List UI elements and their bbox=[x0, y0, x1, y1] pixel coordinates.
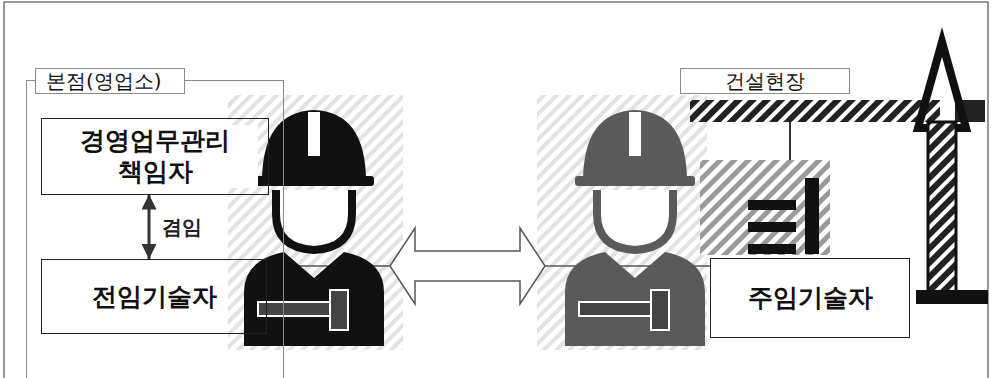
helmet-stripe bbox=[308, 112, 320, 156]
face bbox=[276, 190, 352, 250]
outer-frame bbox=[4, 2, 988, 378]
box-label: 전임기술자 bbox=[90, 281, 219, 312]
region-heading: 본점(영업소) bbox=[35, 68, 185, 94]
hammer-head bbox=[330, 290, 348, 330]
helmet-stripe bbox=[629, 112, 641, 156]
crane-peak bbox=[918, 42, 966, 128]
building-floor bbox=[748, 200, 796, 210]
tag-label: 건설현장 bbox=[725, 69, 805, 93]
body bbox=[565, 252, 705, 346]
box-label: 경영업무관리 책임자 bbox=[52, 125, 258, 188]
building-column bbox=[805, 178, 819, 254]
face bbox=[597, 190, 673, 250]
building-floor bbox=[748, 222, 796, 232]
role-box: 경영업무관리 책임자 bbox=[41, 118, 269, 195]
building-floor bbox=[748, 244, 796, 254]
connector bbox=[148, 195, 151, 260]
crane-jib bbox=[690, 100, 940, 122]
body bbox=[244, 252, 384, 346]
hatch-area bbox=[537, 95, 707, 350]
helmet-brim bbox=[575, 176, 695, 186]
role-box: 전임기술자 bbox=[41, 259, 267, 334]
worker-icon bbox=[244, 110, 384, 346]
role-box: 주임기술자 bbox=[710, 258, 910, 338]
helmet-brim bbox=[254, 176, 374, 186]
crane-hook-line bbox=[789, 122, 791, 160]
crane-tower bbox=[928, 122, 956, 294]
office-region: 본점(영업소)경영업무관리 책임자전임기술자 bbox=[26, 80, 284, 378]
worker-icon bbox=[565, 110, 705, 346]
site-tag: 건설현장 bbox=[680, 68, 850, 94]
crane-base bbox=[916, 290, 988, 304]
edge-label: 겸임 bbox=[159, 215, 205, 239]
box-label: 주임기술자 bbox=[746, 282, 875, 313]
helmet bbox=[262, 110, 366, 182]
building-area bbox=[700, 160, 830, 255]
hammer-head bbox=[651, 290, 669, 330]
helmet bbox=[583, 110, 687, 182]
